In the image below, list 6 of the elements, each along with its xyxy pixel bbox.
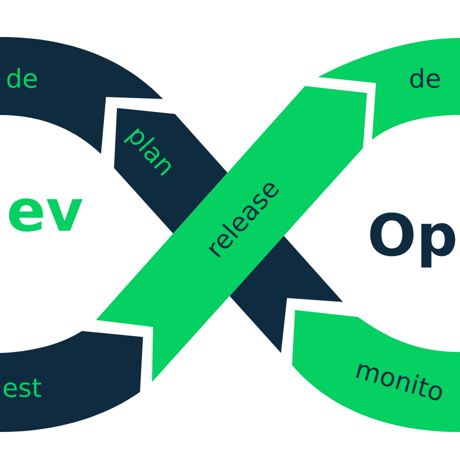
word-mark: ev: [9, 198, 83, 232]
segment-band: est: [0, 331, 143, 432]
segment-band: monito: [292, 310, 460, 432]
word-mark: Op: [370, 212, 456, 268]
node-label: de: [410, 68, 440, 88]
segment-band: de: [318, 38, 460, 140]
